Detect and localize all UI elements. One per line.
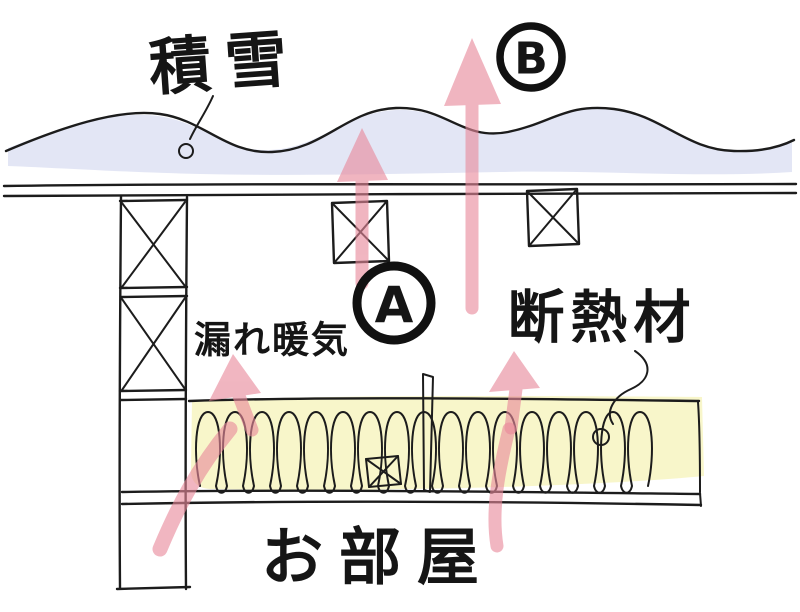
insulation-leader-dot [592,428,610,446]
ceiling-right-edge [699,492,702,507]
cross-brace-upper [121,201,186,288]
stick [422,373,434,493]
ceiling-line-top [120,489,702,496]
snow-leader-line [189,95,214,140]
insulation-label: 断熱材 [508,285,697,351]
warm-air-arrow-middle [337,128,388,290]
insulation-leader-line [608,350,649,425]
snow-leader-dot [178,143,194,159]
marker-a-label: A [375,276,414,334]
marker-b-circle [496,22,566,92]
warm-air-stream-left [152,421,238,557]
insulation-highlight [190,395,705,490]
snow-label: 積雪 [147,21,304,104]
snow-shading [8,108,792,175]
roof-blocking-right [525,187,581,248]
cross-brace-lower [121,297,186,391]
warm-air-stream-right [488,422,516,553]
marker-a-circle [352,261,436,345]
roof-line-top [2,182,798,188]
ceiling-line-bottom [120,500,703,507]
insulation-right-edge [697,401,701,493]
ceiling-blocking-box [365,455,402,488]
room-label: お部屋 [261,521,495,594]
insulation-arrow [489,351,540,435]
leak-arrow [209,354,261,437]
leak-label: 漏れ暖気 [194,319,350,362]
ink-linework [2,95,798,591]
warm-air-arrow-large [444,38,501,315]
insulation-top-line [187,397,701,403]
roof-line-bottom [2,191,798,198]
marker-b-label: B [514,34,548,85]
snow-surface-line [4,106,796,154]
left-post [115,194,192,591]
